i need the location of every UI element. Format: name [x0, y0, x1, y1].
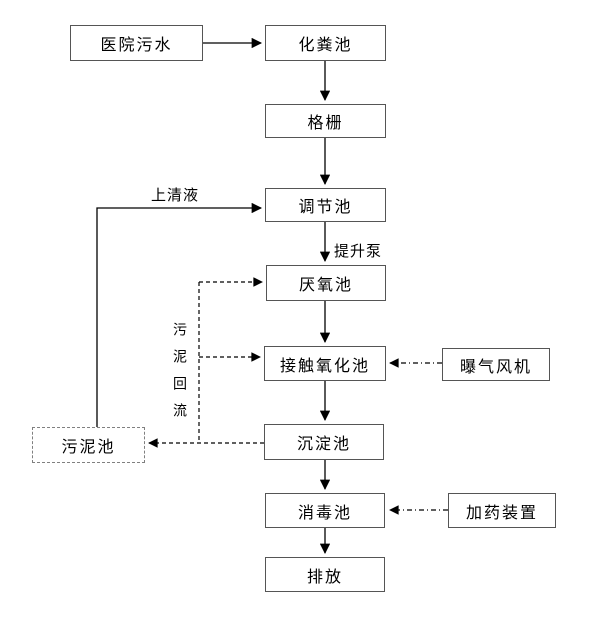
node-dosing-device: 加药装置: [448, 493, 556, 528]
node-label: 曝气风机: [459, 358, 532, 376]
node-sedimentation-tank: 沉淀池: [264, 424, 384, 460]
node-sludge-tank: 污泥池: [32, 427, 145, 463]
node-label: 排放: [306, 568, 343, 586]
node-bar-screen: 格栅: [265, 104, 386, 138]
node-aeration-blower: 曝气风机: [442, 348, 550, 381]
node-label: 调节池: [298, 199, 353, 216]
node-label: 接触氧化池: [279, 357, 370, 375]
arrow-supernatant-to-regulating: [96, 202, 263, 427]
node-contact-oxidation-tank: 接触氧化池: [264, 346, 386, 381]
node-hospital-sewage: 医院污水: [70, 25, 203, 61]
node-discharge: 排放: [265, 557, 385, 592]
node-septic-tank: 化粪池: [265, 25, 386, 61]
node-label: 加药装置: [465, 504, 538, 522]
node-regulating-tank: 调节池: [265, 188, 386, 222]
edge-label-lift-pump: 提升泵: [334, 243, 383, 260]
node-disinfection-tank: 消毒池: [265, 493, 385, 528]
node-anaerobic-tank: 厌氧池: [266, 265, 386, 301]
edge-label-sludge-return: 污泥回流: [172, 322, 188, 430]
node-label: 医院污水: [100, 37, 173, 54]
node-label: 格栅: [307, 115, 344, 132]
node-label: 沉淀池: [296, 436, 351, 453]
node-label: 化粪池: [298, 37, 353, 54]
edge-label-supernatant: 上清液: [151, 187, 200, 204]
node-label: 污泥池: [61, 439, 116, 456]
node-label: 消毒池: [297, 504, 352, 522]
node-label: 厌氧池: [298, 277, 353, 294]
